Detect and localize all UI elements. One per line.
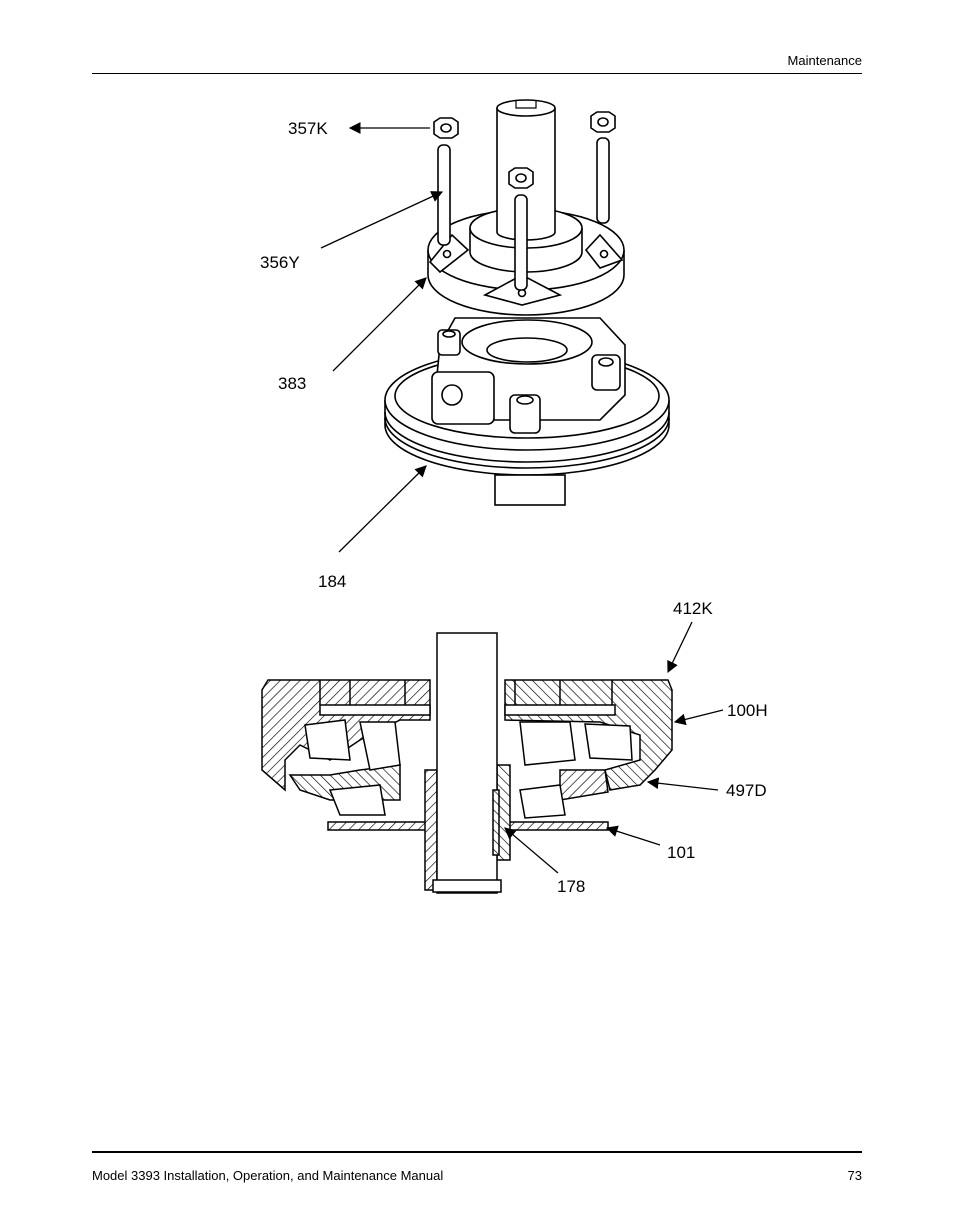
callout-357k: 357K — [288, 119, 328, 138]
callout-356y: 356Y — [260, 253, 300, 272]
callout-178: 178 — [557, 877, 585, 896]
callout-101: 101 — [667, 843, 695, 862]
bottom-callouts: 412K 100H 497D 101 178 — [557, 599, 768, 896]
footer-page-number: 73 — [847, 1168, 862, 1183]
bottom-section-drawing — [261, 632, 673, 894]
bottom-leader-lines — [504, 621, 724, 874]
top-leader-lines — [320, 122, 444, 553]
callout-412k: 412K — [673, 599, 713, 618]
callout-100h: 100H — [727, 701, 768, 720]
footer-rule — [92, 1151, 862, 1153]
top-callouts: 357K 356Y 383 184 — [260, 119, 346, 591]
footer-manual-title: Model 3393 Installation, Operation, and … — [92, 1168, 444, 1183]
callout-497d: 497D — [726, 781, 767, 800]
header-section-title: Maintenance — [787, 53, 862, 68]
callout-383: 383 — [278, 374, 306, 393]
header-rule — [92, 73, 862, 74]
callout-184: 184 — [318, 572, 346, 591]
top-exploded-drawing — [384, 99, 670, 506]
